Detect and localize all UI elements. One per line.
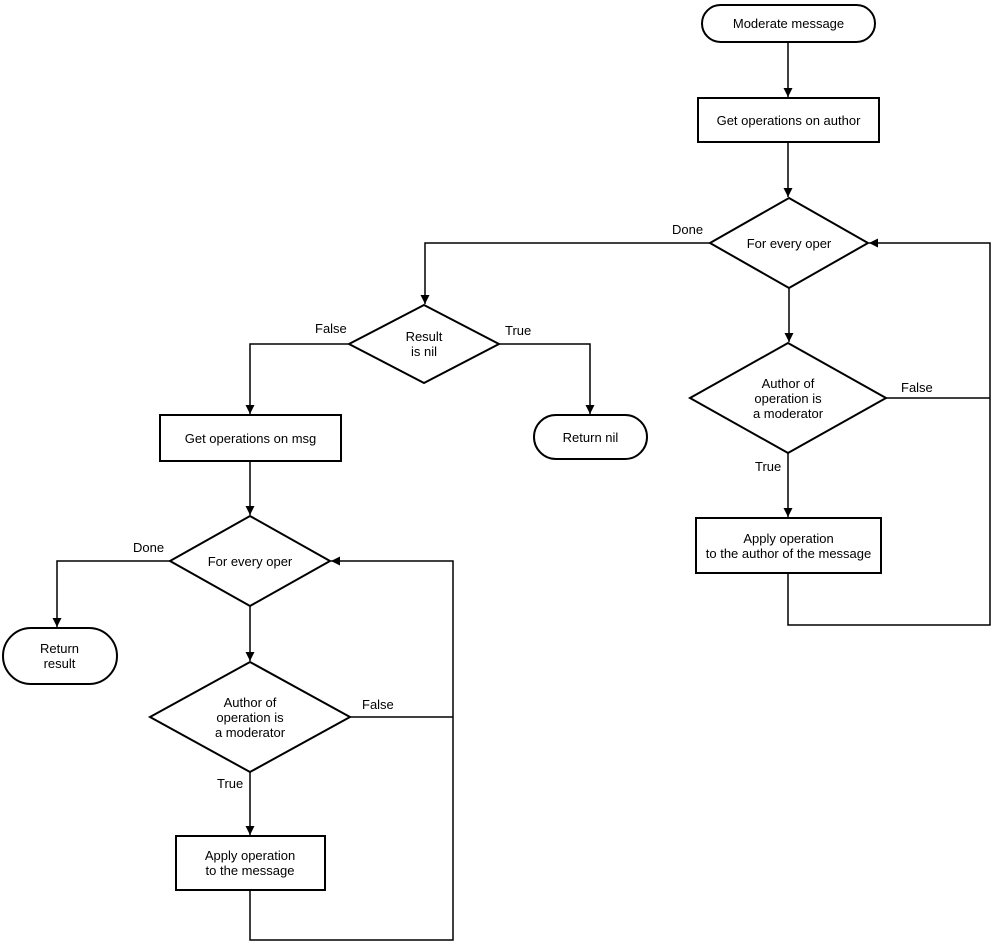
edge-label-done-right: Done xyxy=(671,222,705,237)
decision-for-every-oper-right-shape xyxy=(707,196,871,290)
process-get-operations-on-author-shape xyxy=(697,97,880,143)
edge-label-done-left: Done xyxy=(132,540,166,555)
process-apply-operation-to-author-shape xyxy=(695,517,882,574)
connector-true-to-return-nil xyxy=(499,343,595,414)
connector-loop-back-left xyxy=(249,556,454,941)
edge-label-false-left: False xyxy=(361,697,395,712)
connector-done-to-return-result xyxy=(52,560,170,627)
connector-loop-back-right xyxy=(787,238,991,626)
terminal-return-result-shape xyxy=(2,627,118,685)
edge-label-false-right: False xyxy=(900,380,934,395)
terminal-return-nil-shape xyxy=(533,414,648,460)
connector-false-to-get-ops-msg xyxy=(245,343,349,414)
edge-label-true-left: True xyxy=(216,776,245,791)
decision-author-is-moderator-right-shape xyxy=(687,341,889,455)
decision-author-is-moderator-left-shape xyxy=(147,660,353,774)
process-apply-operation-to-message-shape xyxy=(175,835,326,891)
edge-label-true-right: True xyxy=(754,459,783,474)
decision-result-is-nil-shape xyxy=(346,303,502,385)
edge-label-false-nil: False xyxy=(314,321,348,336)
connector-done-to-result-is-nil xyxy=(420,242,710,304)
process-get-operations-on-msg-shape xyxy=(159,414,342,462)
terminal-moderate-message-shape xyxy=(701,4,876,43)
edge-label-true-nil: True xyxy=(504,323,533,338)
decision-for-every-oper-left-shape xyxy=(167,514,333,608)
